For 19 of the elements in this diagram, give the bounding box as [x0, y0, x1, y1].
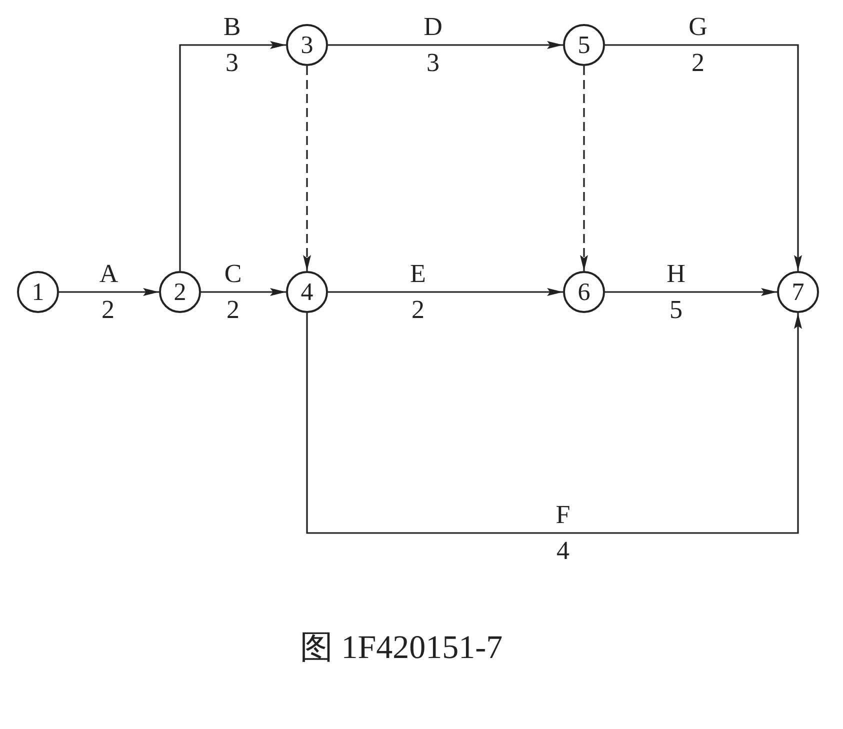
edge-label: G 2 — [688, 11, 708, 79]
figure-caption: 图 1F420151-7 — [300, 632, 503, 665]
edge-label: C 2 — [224, 258, 242, 326]
arrow — [605, 288, 777, 296]
arrow — [306, 313, 802, 534]
edge-label: F 4 — [556, 499, 570, 567]
arrow — [201, 288, 286, 296]
edge-label: B 3 — [223, 11, 241, 79]
arrow — [328, 41, 563, 49]
edge-label: E 2 — [410, 258, 426, 326]
arrow — [605, 44, 802, 271]
edge-label: A 2 — [99, 258, 117, 326]
arrow — [179, 41, 286, 271]
arrow — [59, 288, 159, 296]
arrow — [328, 288, 563, 296]
dashed-arrow — [580, 66, 588, 271]
dashed-arrow — [303, 66, 311, 271]
edge-label: H 5 — [666, 258, 686, 326]
edge-label: D 3 — [424, 11, 442, 79]
